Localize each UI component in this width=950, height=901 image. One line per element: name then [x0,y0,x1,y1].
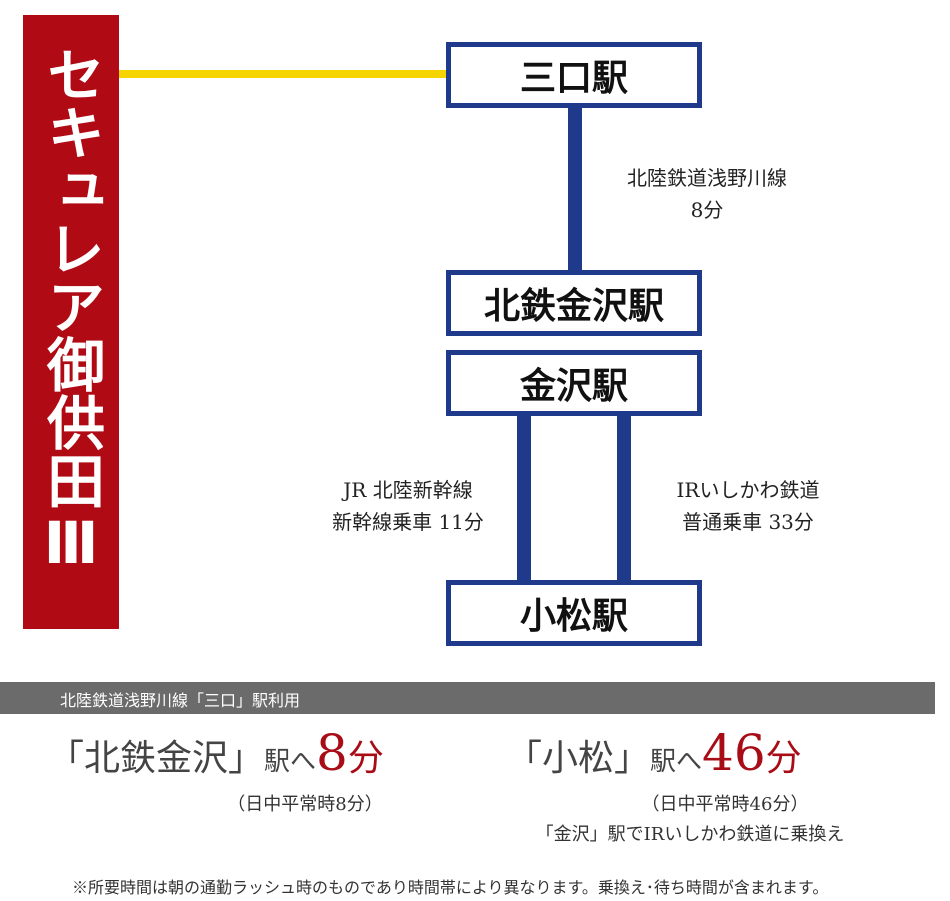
station-mikuchi: 三口駅 [446,42,702,108]
station-label: 金沢駅 [519,366,628,407]
station-komatsu: 小松駅 [446,580,702,646]
access-destination: 「北鉄金沢」 [48,738,265,779]
route-label-ir: IRいしかわ鉄道 普通乗車 33分 [638,474,858,538]
route-label-asanogawa: 北陸鉄道浅野川線 8分 [592,162,822,226]
route-line-asanogawa [568,108,582,272]
station-hokutetsu-kanazawa: 北鉄金沢駅 [446,270,702,336]
access-komatsu-transfer: 「金沢」駅でIRいしかわ鉄道に乗換え [535,824,845,845]
access-to: 駅へ [264,747,317,777]
access-hokutetsu: 「北鉄金沢」駅へ8分 [48,724,384,782]
info-bar-label: 北陸鉄道浅野川線「三口」駅利用 [60,691,301,710]
yellow-connector-line [119,70,449,78]
access-destination: 「小松」 [506,738,651,779]
access-hokutetsu-sub: （日中平常時8分） [227,794,383,815]
route-line-ir [617,416,631,582]
route-line-shinkansen [517,416,531,582]
station-label: 三口駅 [519,58,628,99]
station-label: 小松駅 [519,596,628,637]
route-line-name: JR 北陸新幹線 [343,478,473,502]
station-label: 北鉄金沢駅 [483,286,664,327]
access-unit: 分 [347,738,384,779]
property-name: セキュレア御供田Ⅲ [37,45,105,577]
info-bar: 北陸鉄道浅野川線「三口」駅利用 [0,682,935,714]
route-time: 普通乗車 33分 [682,510,814,534]
access-time: 8 [316,724,348,782]
station-kanazawa: 金沢駅 [446,350,702,416]
route-line-name: IRいしかわ鉄道 [676,478,820,502]
access-komatsu: 「小松」駅へ46分 [506,724,802,782]
property-banner: セキュレア御供田Ⅲ [23,15,119,629]
access-unit: 分 [765,738,802,779]
footnote: ※所要時間は朝の通勤ラッシュ時のものであり時間帯により異なります。乗換え･待ち時… [72,878,829,897]
route-line-name: 北陸鉄道浅野川線 [627,166,787,190]
route-time: 新幹線乗車 11分 [332,510,484,534]
access-time: 46 [702,724,766,782]
access-komatsu-sub: （日中平常時46分） [641,794,809,815]
route-time: 8分 [690,198,724,222]
route-label-shinkansen: JR 北陸新幹線 新幹線乗車 11分 [298,474,518,538]
access-to: 駅へ [650,747,703,777]
